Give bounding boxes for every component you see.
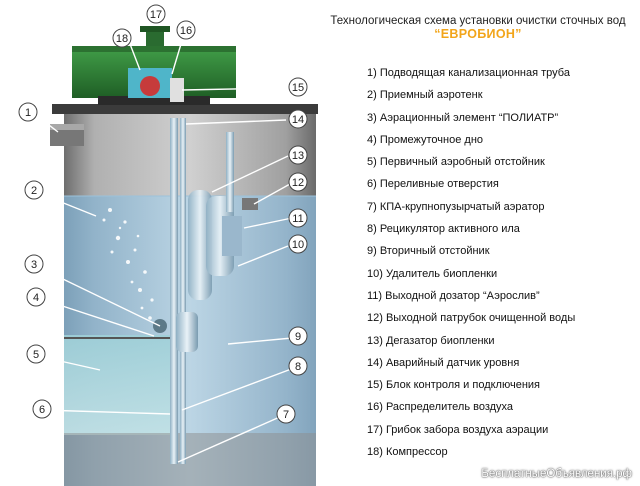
callout-1: 1 [18, 102, 38, 122]
callout-number: 15 [292, 82, 304, 94]
callout-circle [288, 356, 308, 376]
callout-17: 17 [146, 4, 166, 24]
callout-12: 12 [288, 172, 308, 192]
inlet-pipe [50, 124, 84, 146]
callout-number: 8 [295, 361, 301, 373]
callout-circle [112, 28, 132, 48]
leader-lines [31, 33, 295, 463]
legend-item: 18) Компрессор [367, 446, 448, 459]
callout-circle [18, 102, 38, 122]
legend-item: 3) Аэрационный элемент “ПОЛИАТР” [367, 111, 559, 124]
callout-16: 16 [176, 20, 196, 40]
callout-number: 12 [292, 177, 304, 189]
legend-item: 10) Удалитель биопленки [367, 267, 498, 280]
callout-number: 11 [292, 213, 303, 225]
callout-8: 8 [288, 356, 308, 376]
callout-13: 13 [288, 145, 308, 165]
callout-2: 2 [24, 180, 44, 200]
callout-number: 5 [33, 349, 39, 361]
callout-number: 2 [31, 185, 37, 197]
callout-9: 9 [288, 326, 308, 346]
callout-number: 6 [39, 404, 45, 416]
legend-item: 13) Дегазатор биопленки [367, 334, 495, 347]
legend-item: 8) Рецикулятор активного ила [367, 223, 520, 236]
lid [52, 46, 318, 114]
legend-item: 12) Выходной патрубок очищенной воды [367, 312, 576, 325]
callout-circle [176, 20, 196, 40]
callout-circle [24, 180, 44, 200]
callout-circle [288, 77, 308, 97]
callout-number: 7 [283, 409, 289, 421]
legend-item: 4) Промежуточное дно [367, 133, 484, 146]
callout-10: 10 [288, 234, 308, 254]
legend-item: 9) Вторичный отстойник [367, 245, 490, 258]
callout-circle [32, 399, 52, 419]
callout-number: 10 [292, 239, 304, 251]
aeration-bubbles [102, 208, 154, 320]
callout-11: 11 [288, 208, 308, 228]
callout-number: 9 [295, 331, 301, 343]
legend-item: 16) Распределитель воздуха [367, 401, 514, 414]
callout-15: 15 [288, 77, 308, 97]
callout-number: 16 [180, 25, 192, 37]
callout-6: 6 [32, 399, 52, 419]
watermark: БесплатныеОбъявления.рф [481, 468, 632, 480]
callout-number: 13 [292, 150, 304, 162]
callout-circle [26, 287, 46, 307]
callout-circle [288, 208, 308, 228]
callout-number: 1 [25, 107, 31, 119]
legend-item: 2) Приемный аэротенк [367, 89, 483, 102]
callout-7: 7 [276, 404, 296, 424]
callout-circle [288, 172, 308, 192]
callout-18: 18 [112, 28, 132, 48]
component-legend: 1) Подводящая канализационная труба 2) П… [367, 66, 575, 467]
callout-circle [288, 109, 308, 129]
callout-number: 18 [116, 33, 128, 45]
callout-circle [24, 254, 44, 274]
legend-item: 14) Аварийный датчик уровня [367, 356, 520, 369]
lid-equipment [128, 26, 184, 102]
scheme-title: Технологическая схема установки очистки … [330, 15, 626, 27]
callout-5: 5 [26, 344, 46, 364]
callout-circle [146, 4, 166, 24]
central-pipes [153, 118, 258, 464]
legend-item: 1) Подводящая канализационная труба [367, 67, 570, 79]
callout-14: 14 [288, 109, 308, 129]
legend-item: 6) Переливные отверстия [367, 178, 499, 191]
legend-item: 5) Первичный аэробный отстойник [367, 156, 545, 169]
product-name: “ЕВРОБИОН” [434, 27, 522, 41]
callout-circle [26, 344, 46, 364]
legend-item: 17) Грибок забора воздуха аэрации [367, 423, 549, 436]
callout-number: 3 [31, 259, 37, 271]
callout-circle [288, 145, 308, 165]
callout-number: 17 [150, 9, 162, 21]
callout-3: 3 [24, 254, 44, 274]
callout-circle [288, 234, 308, 254]
callout-number: 4 [33, 292, 39, 304]
callout-circle [288, 326, 308, 346]
legend-item: 11) Выходной дозатор “Аэрослив” [367, 289, 540, 302]
callout-number: 14 [292, 114, 304, 126]
legend-item: 7) КПА-крупнопузырчатый аэратор [367, 200, 545, 213]
tank [64, 114, 316, 486]
callout-4: 4 [26, 287, 46, 307]
legend-item: 15) Блок контроля и подключения [367, 379, 541, 392]
callout-circle [276, 404, 296, 424]
